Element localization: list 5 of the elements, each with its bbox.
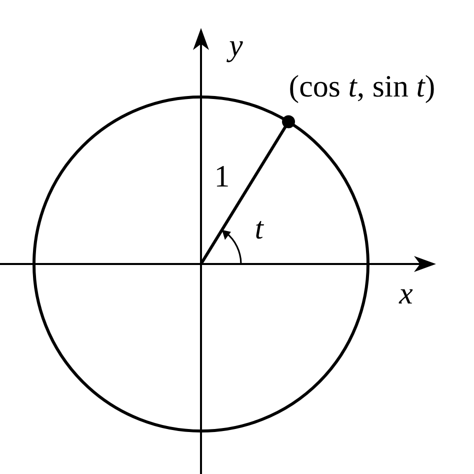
point-label: (cos t, sin t) bbox=[288, 70, 436, 102]
axis-label: y bbox=[229, 30, 243, 60]
axis-label: x bbox=[399, 278, 413, 308]
angle-label: t bbox=[254, 212, 264, 244]
radius-label: 1 bbox=[214, 160, 230, 192]
